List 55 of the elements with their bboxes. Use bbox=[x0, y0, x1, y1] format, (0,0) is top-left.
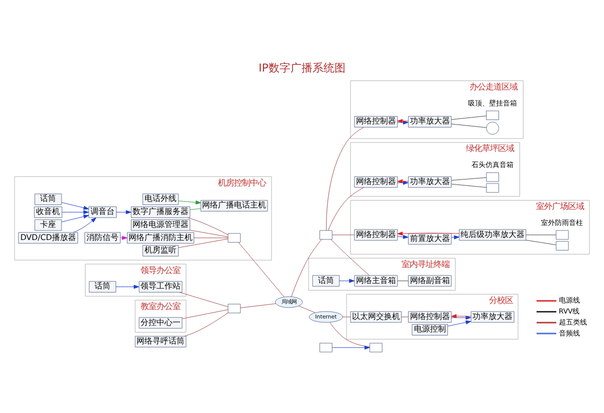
connector bbox=[291, 239, 322, 297]
connector bbox=[342, 316, 351, 318]
arrow bbox=[73, 217, 96, 233]
arrow bbox=[339, 278, 355, 283]
arrow bbox=[178, 200, 202, 204]
connector bbox=[526, 240, 556, 246]
arrow bbox=[397, 120, 408, 124]
arrow bbox=[116, 210, 132, 214]
arrow bbox=[120, 236, 128, 240]
connector bbox=[190, 230, 228, 238]
node-box bbox=[228, 304, 241, 314]
connector bbox=[182, 309, 228, 319]
connector bbox=[298, 306, 316, 313]
connector bbox=[328, 187, 364, 231]
arrow bbox=[116, 284, 140, 289]
arrow bbox=[61, 202, 89, 210]
arrow bbox=[447, 320, 472, 326]
connector bbox=[330, 239, 370, 276]
node-box bbox=[486, 172, 499, 182]
arrow bbox=[332, 346, 370, 350]
connector bbox=[238, 242, 284, 298]
arrow bbox=[397, 232, 460, 236]
arrow bbox=[397, 119, 408, 123]
arrow bbox=[62, 210, 89, 214]
arrow bbox=[61, 214, 89, 222]
node-box bbox=[370, 342, 382, 352]
diagram-title: IP数字广播系统图 bbox=[258, 62, 346, 75]
arrow bbox=[451, 314, 472, 318]
connector bbox=[451, 177, 487, 181]
connector bbox=[397, 280, 408, 282]
node-box bbox=[320, 230, 332, 240]
connector bbox=[326, 126, 364, 231]
connector bbox=[451, 184, 487, 188]
connector bbox=[240, 303, 276, 308]
connector bbox=[330, 322, 370, 348]
node-box bbox=[320, 342, 332, 352]
node-box bbox=[556, 241, 569, 250]
connector bbox=[184, 312, 228, 336]
connector bbox=[179, 292, 228, 308]
connector bbox=[451, 124, 487, 128]
connector bbox=[190, 208, 202, 210]
node-box bbox=[486, 183, 499, 193]
connector bbox=[178, 238, 228, 248]
connector bbox=[401, 316, 408, 318]
connector bbox=[526, 234, 556, 236]
arrow bbox=[397, 234, 408, 239]
connector bbox=[187, 217, 228, 235]
node-circle bbox=[486, 122, 499, 135]
node-box bbox=[486, 110, 499, 120]
arrow bbox=[451, 235, 460, 240]
connector bbox=[332, 234, 355, 236]
arrow bbox=[451, 316, 472, 320]
node-box bbox=[556, 230, 569, 240]
node-box bbox=[228, 233, 241, 243]
connector bbox=[451, 116, 487, 120]
